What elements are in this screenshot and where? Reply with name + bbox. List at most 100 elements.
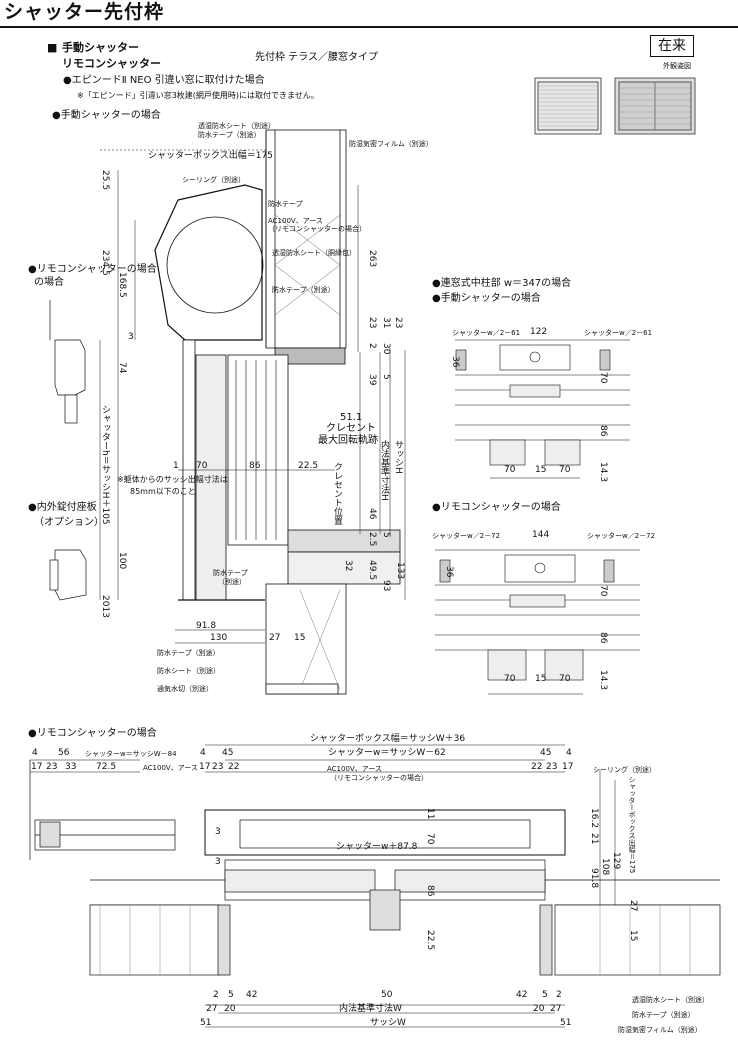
bottom-plan-drawing <box>29 744 721 1028</box>
label-wp-tape-bb: 防水テープ（別途） <box>632 1011 695 1019</box>
dim-263: 263 <box>367 250 377 268</box>
dim-b17: 17 <box>31 762 43 772</box>
label-renso: ●連窓式中柱部 w＝347の場合 <box>432 278 572 289</box>
dim-r70e: 70 <box>559 674 571 684</box>
dim-15: 15 <box>294 633 306 643</box>
label-wp-tape-c: 防水テープ（別途） <box>157 649 220 657</box>
label-ac100: AC100V、アース <box>268 217 323 225</box>
dim-b91-8: 91.8 <box>589 868 599 889</box>
dim-b70: 70 <box>425 833 435 845</box>
dim-32: 32 <box>343 560 353 572</box>
dim-r70: 70 <box>598 372 608 384</box>
label-ac100-c: AC100V、アース <box>327 765 382 773</box>
dim-39: 39 <box>367 374 377 386</box>
dim-b16-2: 16.2 <box>589 808 599 829</box>
dim-91-8: 91.8 <box>196 621 217 631</box>
elevation-thumbnail-1 <box>534 77 602 135</box>
dim-b45b: 45 <box>540 748 552 758</box>
dim-5b: 5 <box>381 532 391 538</box>
label-wp-tape-b: 防水テープ <box>213 569 248 577</box>
dim-5: 5 <box>381 374 391 380</box>
label-renso-manual: ●手動シャッターの場合 <box>432 293 541 304</box>
dim-r70d: 70 <box>504 674 516 684</box>
dim-r14-3: 14.3 <box>598 462 608 483</box>
renso-manual-drawing <box>455 339 630 479</box>
label-sw2-72-left: シャッターw／2－72 <box>432 532 501 540</box>
dim-b4b: 4 <box>200 748 206 758</box>
label-option: （オプション） <box>34 517 104 528</box>
dim-b4c: 4 <box>566 748 572 758</box>
dim-100: 100 <box>117 552 127 570</box>
title-rule <box>0 26 738 28</box>
dim-b23c: 23 <box>546 762 558 772</box>
dim-23: 23 <box>367 317 377 329</box>
dim-b3: 3 <box>215 827 221 837</box>
label-shutter-w84: シャッターw＝サッシW－84 <box>85 750 177 758</box>
inner-lock-detail <box>49 549 87 601</box>
heading-remote: リモコンシャッター <box>62 57 161 70</box>
dim-b50: 50 <box>381 990 393 1000</box>
dim-22-5: 22.5 <box>298 461 319 471</box>
dim-b45: 45 <box>222 748 234 758</box>
dim-b20: 20 <box>224 1004 236 1014</box>
label-sealing: シーリング（別途） <box>182 176 245 184</box>
dim-b2: 2 <box>213 990 219 1000</box>
dim-b17b: 17 <box>199 762 211 772</box>
dim-r70a: 70 <box>504 465 516 475</box>
dim-b15: 15 <box>628 930 638 942</box>
zairai-badge: 在来 <box>650 35 694 57</box>
dim-b27b: 27 <box>206 1004 218 1014</box>
dim-b21: 21 <box>589 833 599 845</box>
dim-b11: 11 <box>425 808 435 820</box>
dim-b42: 42 <box>246 990 258 1000</box>
dim-133: 133 <box>395 562 405 580</box>
label-remote-paren: （リモコンシャッターの場合） <box>268 225 366 233</box>
note-neo: ※「エピンード」引違い窓3枚建(網戸使用時)には取付できません。 <box>77 91 319 100</box>
dim-168-5: 168.5 <box>117 272 127 298</box>
label-wp-sheet-c: 防水シート（別途） <box>157 667 220 675</box>
dim-b22: 22 <box>228 762 240 772</box>
dim-b22-5: 22.5 <box>425 930 435 951</box>
label-box-width-note: シャッターボックス出幅＝175 <box>148 151 273 161</box>
dim-b3b: 3 <box>215 857 221 867</box>
dim-b51b: 51 <box>560 1018 572 1028</box>
dim-b86: 86 <box>425 885 435 897</box>
dim-b108: 108 <box>600 858 610 876</box>
gaikan-label: 外観姿図 <box>663 62 691 70</box>
dim-3: 3 <box>128 332 134 342</box>
label-moisture-sheet-top: 透湿防水シート（別途） <box>198 122 275 130</box>
dim-b42b: 42 <box>516 990 528 1000</box>
label-box-depth-v: シャッターボックス出幅＝175 <box>628 776 636 874</box>
dim-1: 1 <box>173 461 179 471</box>
label-waterproof-tape-mid: 防水テープ（別途） <box>272 286 335 294</box>
dim-b5: 5 <box>228 990 234 1000</box>
dim-b2b: 2 <box>556 990 562 1000</box>
label-manual-case: ●手動シャッターの場合 <box>52 110 161 121</box>
label-remote-paren-b: （リモコンシャッターの場合） <box>330 774 428 782</box>
dim-b17c: 17 <box>562 762 574 772</box>
label-ac100-b: AC100V、アース <box>143 764 198 772</box>
dim-r15b: 15 <box>535 674 547 684</box>
label-inner-w: 内法基準寸法W <box>339 1004 402 1014</box>
dim-b4: 4 <box>32 748 38 758</box>
label-crescent-track: 最大回転軌跡 <box>318 435 378 446</box>
label-sw2-61-left: シャッターw／2－61 <box>452 329 521 337</box>
label-shutter-w: シャッターw＝サッシW－62 <box>328 748 446 758</box>
dim-r86: 86 <box>598 425 608 437</box>
dim-b20b: 20 <box>533 1004 545 1014</box>
dim-70: 70 <box>196 461 208 471</box>
label-crescent: クレセント <box>326 423 376 434</box>
renso-remote-drawing <box>435 549 640 695</box>
dim-86: 86 <box>249 461 261 471</box>
label-sw2-72-right: シャッターw／2－72 <box>587 532 656 540</box>
dim-b23b: 23 <box>212 762 224 772</box>
bullet-neo: ●エピンードⅡ NEO 引違い窓に取付けた場合 <box>63 75 265 86</box>
label-moist-film-b: 防湿気密フィルム（別途） <box>618 1026 702 1034</box>
dim-2: 2 <box>367 343 377 349</box>
label-remote-side: ●リモコンシャッターの場合 <box>28 264 157 275</box>
label-waterproof-tape: 防水テープ <box>268 200 303 208</box>
label-crescent-pos: クレセント位置 <box>332 462 342 525</box>
heading-manual: 手動シャッター <box>62 41 139 54</box>
label-waterproof-tape2: 防水テープ（別途） <box>198 131 261 139</box>
